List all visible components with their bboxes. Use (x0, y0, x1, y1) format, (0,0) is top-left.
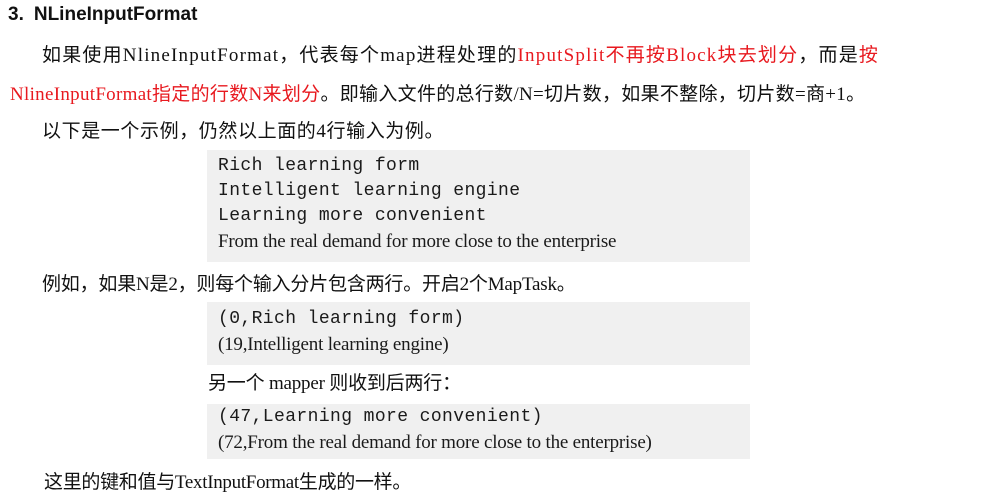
mapper1-output-block: (0,Rich learning form) (19,Intelligent l… (207, 302, 750, 365)
section-title: NLineInputFormat (33, 4, 198, 25)
section-number: 3. (8, 4, 24, 25)
mapper2-intro: 另一个 mapper 则收到后两行： (208, 373, 461, 394)
code-line: Intelligent learning engine (218, 181, 521, 201)
intro-text: 如果使用NlineInputFormat，代表每个map进程处理的 (42, 45, 518, 66)
section-heading: 3. NLineInputFormat (8, 2, 197, 28)
code-line: (19,Intelligent learning engine) (218, 334, 449, 355)
intro-text-continued: ，而是 (798, 45, 859, 66)
conclusion-text: 这里的键和值与TextInputFormat生成的一样。 (44, 472, 412, 493)
mapper2-output-block: (47,Learning more convenient) (72,From t… (207, 404, 750, 459)
intro-highlight-3: NlineInputFormat指定的行数N来划分 (10, 84, 321, 105)
code-line: Learning more convenient (218, 206, 487, 226)
intro-paragraph-line-2: NlineInputFormat指定的行数N来划分。即输入文件的总行数/N=切片… (10, 82, 865, 108)
example-text: 例如，如果N是2，则每个输入分片包含两行。开启2个MapTask。 (42, 274, 576, 295)
intro-highlight-2: 按 (858, 45, 880, 66)
code-line: Rich learning form (218, 156, 420, 176)
intro-text-rest: 。即输入文件的总行数/N=切片数，如果不整除，切片数=商+1。 (320, 84, 866, 105)
input-code-block: Rich learning form Intelligent learning … (207, 150, 750, 262)
code-line: (72,From the real demand for more close … (218, 432, 652, 453)
code-line: (47,Learning more convenient) (218, 407, 543, 427)
intro-paragraph-line-1: 如果使用NlineInputFormat，代表每个map进程处理的InputSp… (42, 43, 879, 69)
example-intro: 以下是一个示例，仍然以上面的4行输入为例。 (42, 121, 445, 142)
code-line: (0,Rich learning form) (218, 309, 465, 329)
intro-highlight: InputSplit不再按Block块去划分 (517, 45, 799, 66)
code-line: From the real demand for more close to t… (218, 231, 617, 252)
